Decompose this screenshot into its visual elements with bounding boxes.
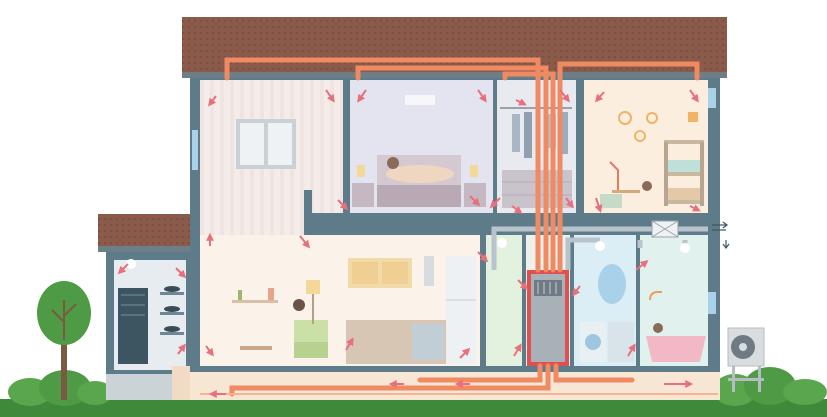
lamp-icon [470,165,478,177]
bed-icon [377,155,461,207]
heat-pump-icon [727,327,765,392]
floor-slab [304,213,708,235]
lamp-icon [126,259,136,269]
window-icon [192,130,198,170]
kitchen-icon [346,256,476,364]
sofa-chair-icon [293,299,328,358]
nightstand [352,183,374,207]
annex-roof [98,214,192,250]
shelf [160,286,184,335]
coffee-table [240,346,272,350]
floor-lamp-icon [306,280,320,294]
ground [0,281,827,417]
bathtub-icon [646,291,706,362]
washing-machine-icon [580,322,634,362]
nightstand [464,183,486,207]
desk-lamp-icon [609,161,640,193]
diffuser-icon [595,241,605,251]
diffuser-icon [680,243,690,253]
fan-icon [651,220,679,238]
mirror-icon [598,264,626,304]
ventilation-unit-icon [527,270,569,366]
oven [412,324,444,360]
bunk-bed-icon [664,140,704,206]
bush-icon [713,367,827,406]
exhaust-ducts [224,57,700,397]
window-icon [708,88,716,108]
exterior-vent-arrows [712,221,730,249]
window-icon [236,119,296,169]
grass-strip [0,399,827,417]
lamp-icon [357,165,365,177]
person-reading-icon [642,181,652,191]
tree-icon [37,281,91,400]
hallway [486,235,522,366]
person-reading-icon [293,299,305,311]
window-icon [708,292,716,314]
annex-door [118,288,148,364]
fridge [446,256,476,364]
diffuser-icon [497,238,507,248]
bush-icon [8,370,113,406]
airflow-arrows [117,89,701,398]
